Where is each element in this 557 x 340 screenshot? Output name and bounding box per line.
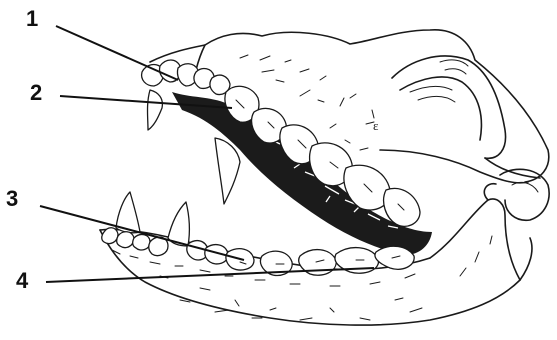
label-3: 3 xyxy=(6,186,18,211)
upper-gum-band xyxy=(172,92,432,255)
label-4: 4 xyxy=(16,268,29,293)
labels: 1 2 3 4 xyxy=(6,6,42,293)
svg-text:ɛ: ɛ xyxy=(373,118,379,133)
label-2: 2 xyxy=(30,80,42,105)
leader-line-1 xyxy=(56,26,178,80)
upper-incisors xyxy=(142,60,230,95)
label-1: 1 xyxy=(26,6,38,31)
leader-line-3 xyxy=(40,206,244,260)
